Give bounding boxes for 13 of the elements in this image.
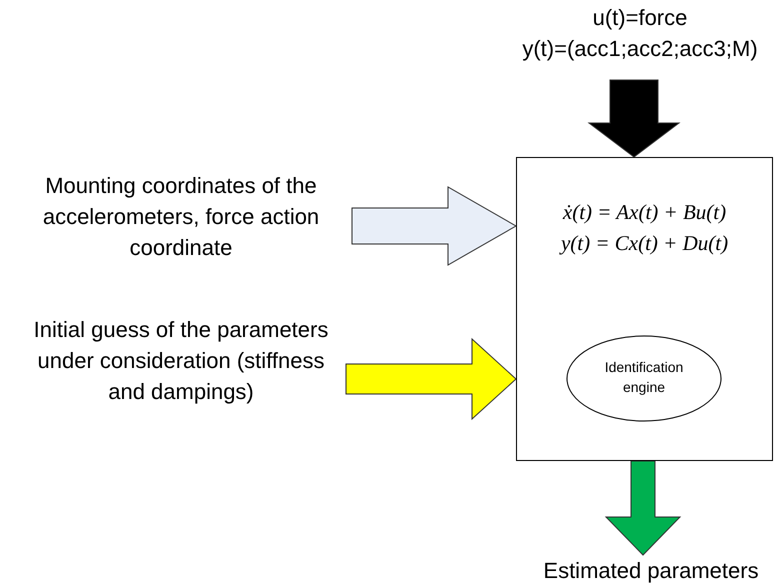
equation-text: ẋ(t) = Ax(t) + Bu(t) (562, 199, 728, 226)
label-text: u(t)=force (592, 4, 688, 32)
system-box (516, 157, 773, 461)
block-arrow (588, 80, 680, 158)
block-arrow (352, 186, 517, 266)
equation-text: y(t) = Cx(t) + Du(t) (558, 230, 730, 257)
label-text: Estimated parameters (542, 557, 760, 585)
block-arrow (604, 460, 682, 556)
label-text: y(t)=(acc1;acc2;acc3;M) (521, 35, 759, 63)
block-arrow (346, 338, 517, 420)
label-text: Mounting coordinates of the accelerometers, force action coordinate (42, 172, 320, 262)
node-label: Identification engine (604, 358, 684, 397)
label-text: Initial guess of the parameters under consideration (stiffness and dampings) (32, 316, 330, 406)
